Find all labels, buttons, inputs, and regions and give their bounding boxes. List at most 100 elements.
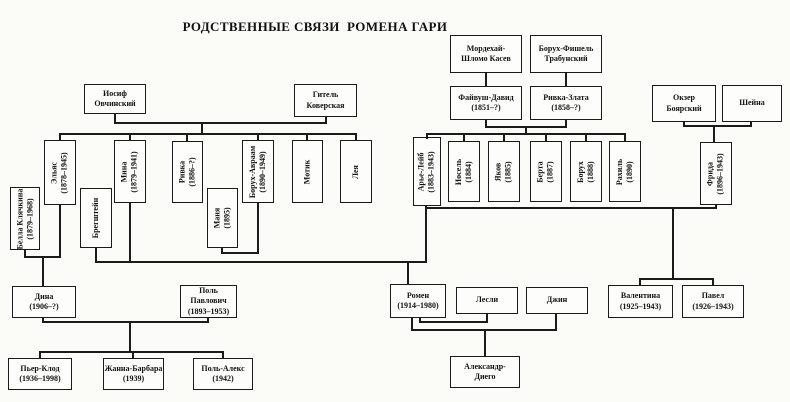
person-label: Борух-Авраам (1890–1949) <box>248 145 268 198</box>
connector-line <box>585 135 587 141</box>
person-label: Поль Павлович (1893–1953) <box>187 285 230 316</box>
person-lesli: Лесли <box>456 287 518 314</box>
connector-line <box>129 323 131 353</box>
person-valentina: Валентина (1925–1943) <box>608 285 673 318</box>
person-iosif-ovchinsky: Иосиф Овчинский <box>84 84 146 114</box>
connector-line <box>565 120 567 128</box>
person-mina: Мина (1879–1941) <box>114 140 146 203</box>
connector-line <box>59 205 61 258</box>
connector-line <box>114 122 327 124</box>
connector-line <box>463 135 465 141</box>
person-zhanna-barbara: Жанна-Барбара (1939) <box>103 358 164 390</box>
connector-line <box>129 203 131 263</box>
connector-line <box>39 351 224 353</box>
person-okzer-boyarsky: Окзер Боярский <box>652 85 716 122</box>
connector-line <box>221 248 223 254</box>
connector-line <box>672 209 674 280</box>
person-pavel: Павел (1926–1943) <box>682 285 744 318</box>
person-frida: Фрида (1896–1943) <box>700 142 732 205</box>
connector-line <box>24 256 61 258</box>
person-label: Жанна-Барбара (1939) <box>104 363 163 383</box>
person-iosel: Иосель (1884) <box>448 141 480 202</box>
connector-line <box>257 203 259 254</box>
connector-line <box>503 135 505 141</box>
connector-line <box>42 321 209 323</box>
person-label: Лесли <box>475 295 499 305</box>
person-sheina: Шейна <box>722 85 782 122</box>
person-label: Арье-Лейб (1883–1943) <box>417 150 437 193</box>
person-label: Лея <box>350 164 360 179</box>
person-borukh-fishel-trabunsky: Борух-Фишель Трабунский <box>530 35 602 73</box>
person-pier-klod: Пьер-Клод (1936–1998) <box>8 358 72 390</box>
connector-line <box>624 135 626 141</box>
person-label: Рахиль (1890) <box>615 158 634 185</box>
person-romen: Ромен (1914–1980) <box>390 284 446 318</box>
chart-title: РОДСТВЕННЫЕ СВЯЗИ РОМЕНА ГАРИ <box>182 19 448 34</box>
connector-line <box>639 278 714 280</box>
connector-line <box>484 331 486 356</box>
connector-line <box>132 353 134 358</box>
person-label: Пьер-Клод (1936–1998) <box>19 363 61 383</box>
connector-line <box>425 207 717 209</box>
person-elyas: Эльяс (1878–1945) <box>44 140 76 205</box>
person-label: Ривка (1886–?) <box>177 157 197 187</box>
person-borukh: Борух (1888) <box>570 141 602 202</box>
person-borukh-avraam: Борух-Авраам (1890–1949) <box>242 140 274 203</box>
person-label: Белла Клячкина (1879–1968) <box>15 188 34 249</box>
person-leya: Лея <box>340 140 372 203</box>
connector-line <box>683 122 685 127</box>
person-pol-pavlovich: Поль Павлович (1893–1953) <box>180 285 237 318</box>
person-label: Джин <box>546 295 568 305</box>
connector-line <box>411 329 557 331</box>
connector-line <box>419 318 421 323</box>
connector-line <box>750 122 752 127</box>
connector-line <box>59 135 61 141</box>
person-motik: Мотик <box>292 140 323 203</box>
person-label: Эльяс (1878–1945) <box>50 151 70 194</box>
person-label: Ривка-Злата (1858–?) <box>543 92 589 112</box>
person-label: Шейна <box>739 98 765 108</box>
connector-line <box>419 321 488 323</box>
connector-line <box>95 261 427 263</box>
connector-line <box>95 248 97 263</box>
connector-line <box>221 252 259 254</box>
connector-line <box>306 135 308 141</box>
connector-line <box>186 135 188 142</box>
person-label: Поль-Алекс (1942) <box>201 363 245 383</box>
person-bella-klyachkina: Белла Клячкина (1879–1968) <box>10 187 40 250</box>
person-rivka-zlata: Ривка-Злата (1858–?) <box>530 86 602 120</box>
connector-line <box>713 127 715 142</box>
person-label: Фрида (1896–1943) <box>706 152 726 195</box>
connector-line <box>407 263 409 284</box>
person-label: Борух (1888) <box>575 160 595 183</box>
connector-line <box>325 117 327 124</box>
connector-line <box>712 280 714 286</box>
person-label: Берта (1887) <box>535 160 555 183</box>
person-arie-leib: Арье-Лейб (1883–1943) <box>413 137 441 206</box>
person-gitel-koverskaya: Гитель Коверская <box>294 84 357 117</box>
connector-line <box>39 353 41 358</box>
connector-line <box>411 318 413 331</box>
person-label: Брегштейн <box>91 197 100 239</box>
connector-line <box>683 125 752 127</box>
person-manya: Маня (1895) <box>207 188 238 248</box>
connector-line <box>201 124 203 135</box>
connector-line <box>525 128 527 135</box>
person-dzhin: Джин <box>526 287 588 314</box>
person-label: Маня (1895) <box>212 207 232 229</box>
connector-line <box>485 126 567 128</box>
connector-line <box>257 135 259 141</box>
person-aleksandr-diego: Александр- Диего <box>450 356 520 388</box>
connector-line <box>426 133 626 135</box>
person-label: Гитель Коверская <box>306 90 345 110</box>
connector-line <box>207 318 209 323</box>
person-label: Иосель (1884) <box>453 158 473 185</box>
person-label: Мотик <box>302 159 312 184</box>
person-label: Борух-Фишель Трабунский <box>538 43 594 63</box>
person-faivush-david: Файвуш-Давид (1851–?) <box>450 86 522 120</box>
connector-line <box>24 250 26 258</box>
person-rakhil: Рахиль (1890) <box>609 141 641 202</box>
person-bregshtein: Брегштейн <box>80 188 112 248</box>
connector-line <box>555 314 557 330</box>
